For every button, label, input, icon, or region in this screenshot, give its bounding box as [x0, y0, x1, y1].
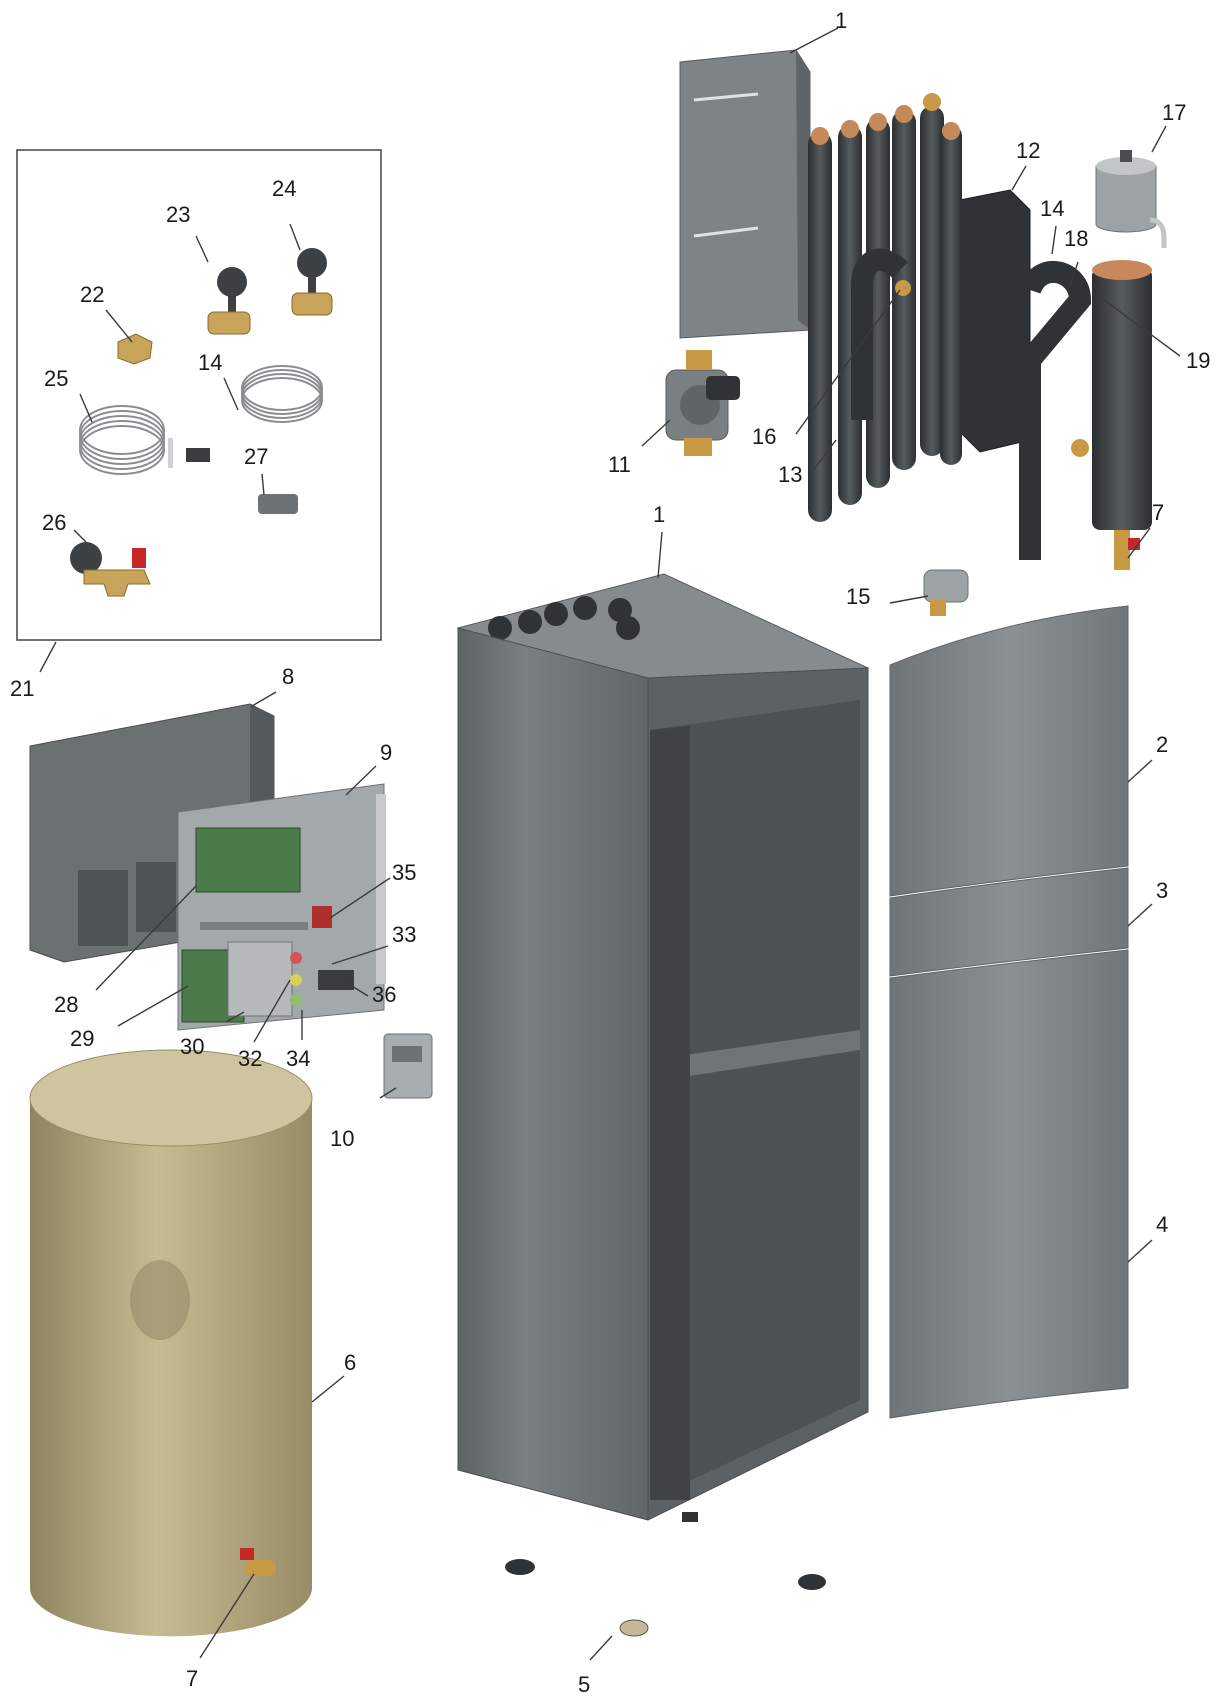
- foot-part: [505, 1559, 535, 1575]
- callout-24: 24: [272, 176, 296, 201]
- leader-lines: [39, 27, 1181, 1661]
- callout-8: 8: [282, 664, 294, 689]
- callout-6: 6: [344, 1350, 356, 1375]
- callout-1-top: 1: [835, 8, 847, 33]
- front-panel-middle: [889, 867, 1129, 977]
- strainer-part: [117, 333, 153, 365]
- callout-34: 34: [286, 1046, 310, 1071]
- callout-32: 32: [238, 1046, 262, 1071]
- callout-18: 18: [1064, 226, 1088, 251]
- insulation-cover-panel: [679, 49, 811, 339]
- callout-14-module: 14: [1040, 196, 1064, 221]
- callout-30: 30: [180, 1034, 204, 1059]
- callout-26: 26: [42, 510, 66, 535]
- capillary-coil-part-2: [79, 405, 165, 475]
- callout-5: 5: [578, 1672, 590, 1697]
- callout-11: 11: [608, 452, 631, 477]
- shutoff-valve-part-2: [291, 248, 333, 316]
- callout-13: 13: [778, 462, 802, 487]
- callout-15: 15: [846, 584, 870, 609]
- sensor-clip: [186, 448, 210, 462]
- callout-10: 10: [330, 1126, 354, 1151]
- callout-1-cabinet: 1: [653, 502, 665, 527]
- callout-25: 25: [44, 366, 68, 391]
- expansion-vessel-part: [1095, 150, 1167, 248]
- callout-35: 35: [392, 860, 416, 885]
- callout-33: 33: [392, 922, 416, 947]
- cabinet-frame: [456, 573, 870, 1637]
- foot-part-3: [619, 1619, 649, 1637]
- callout-21: 21: [10, 676, 34, 701]
- valve-part-15: [923, 569, 969, 616]
- callout-28: 28: [54, 992, 78, 1017]
- callout-17: 17: [1162, 100, 1186, 125]
- callout-14-kit: 14: [198, 350, 222, 375]
- callout-3: 3: [1156, 878, 1168, 903]
- sensor-probe: [168, 438, 173, 468]
- callout-36: 36: [372, 982, 396, 1007]
- front-panel-upper: [889, 605, 1129, 897]
- shutoff-valve-part: [207, 267, 251, 335]
- callout-7-tank: 7: [186, 1666, 198, 1691]
- callout-labels: 1 1 2 3 4 5 6 7 7 8 9 10 11 12 13 14 14 …: [10, 8, 1210, 1697]
- callout-4: 4: [1156, 1212, 1168, 1237]
- callout-23: 23: [166, 202, 190, 227]
- temperature-sensor-part: [258, 494, 298, 514]
- callout-7-module: 7: [1152, 500, 1164, 525]
- callout-2: 2: [1156, 732, 1168, 757]
- front-panel-lower: [889, 949, 1129, 1419]
- safety-group-part: [70, 542, 151, 597]
- buffer-cylinder-part: [1092, 260, 1152, 570]
- room-control-unit-part: [383, 1033, 433, 1099]
- callout-22: 22: [80, 282, 104, 307]
- callout-16: 16: [752, 424, 776, 449]
- circulation-pump-part: [665, 350, 740, 456]
- callout-27: 27: [244, 444, 268, 469]
- storage-tank-part: [29, 1049, 313, 1637]
- callout-29: 29: [70, 1026, 94, 1051]
- callout-9: 9: [380, 740, 392, 765]
- accessory-kit-box: [16, 149, 382, 641]
- callout-19: 19: [1186, 348, 1210, 373]
- control-board-assembly: [177, 783, 386, 1031]
- callout-12: 12: [1016, 138, 1040, 163]
- insulated-pipe-bundle: [808, 93, 1092, 560]
- foot-part-2: [798, 1574, 826, 1590]
- capillary-coil-part: [241, 365, 323, 423]
